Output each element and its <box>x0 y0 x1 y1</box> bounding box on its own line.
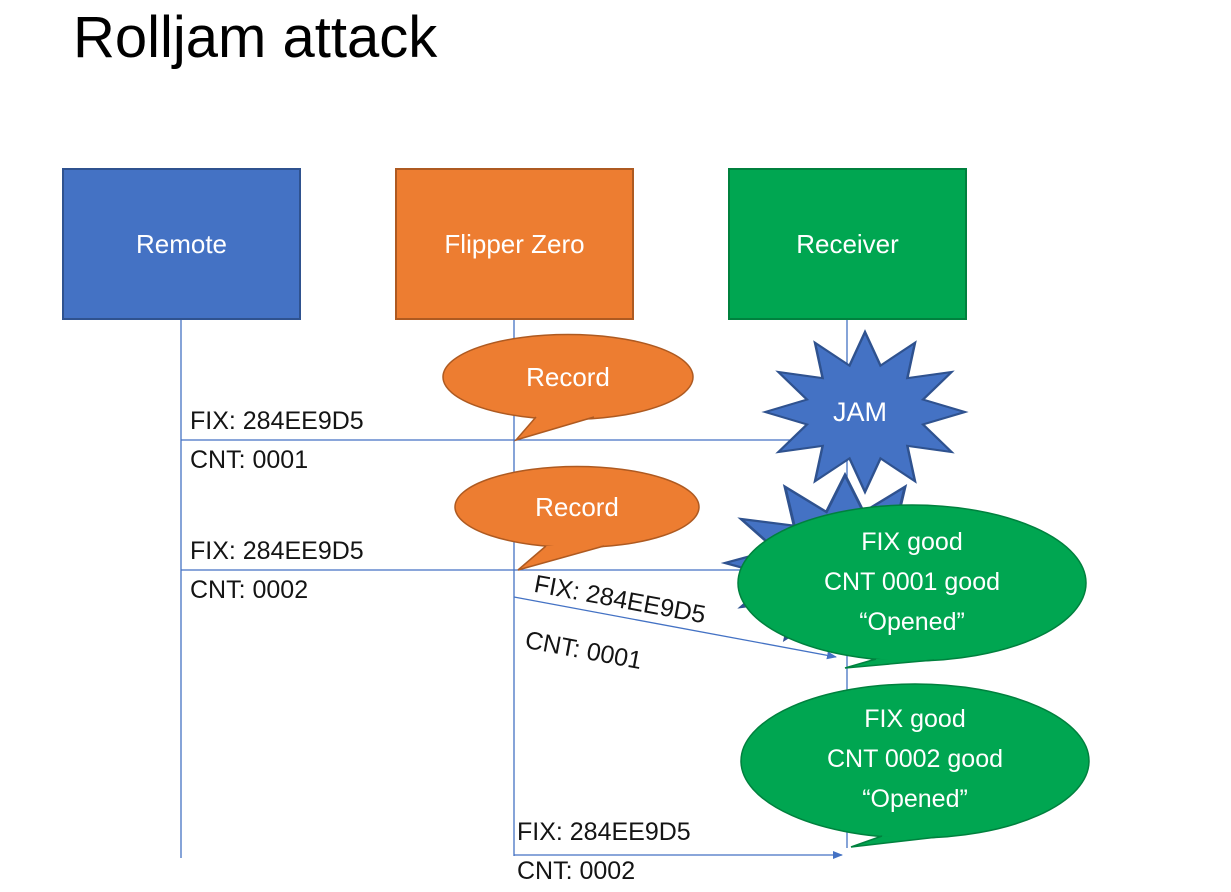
msg4-fix-label: FIX: 284EE9D5 <box>517 818 691 846</box>
actor-label-remote: Remote <box>135 228 228 259</box>
result-callout-2-text: FIX good CNT 0002 good “Opened” <box>740 699 1090 819</box>
slide-title: Rolljam attack <box>73 5 438 70</box>
actor-label-receiver: Receiver <box>796 228 899 259</box>
record-callout-1-label: Record <box>526 362 610 392</box>
result-callout-1-text: FIX good CNT 0001 good “Opened” <box>737 522 1087 642</box>
result2-line3: “Opened” <box>862 785 968 813</box>
result-callout-1 <box>737 504 1087 669</box>
msg3-replay-arrow <box>513 596 837 660</box>
actor-box-receiver: Receiver <box>728 168 967 320</box>
msg4-cnt-label: CNT: 0002 <box>517 857 636 885</box>
result2-line1: FIX good <box>864 705 966 733</box>
result-callout-2-tail <box>850 835 939 848</box>
result-callout-1-tail <box>844 658 935 669</box>
record-callout-1-tail <box>513 416 595 442</box>
result1-line3: “Opened” <box>859 608 965 636</box>
result-callout-2 <box>740 683 1090 848</box>
record-callout-1 <box>442 333 694 442</box>
actor-box-remote: Remote <box>62 168 301 320</box>
msg1-fix-label: FIX: 284EE9D5 <box>190 407 364 435</box>
actor-box-flipper-zero: Flipper Zero <box>395 168 634 320</box>
result1-line1: FIX good <box>861 528 963 556</box>
msg2-fix-label: FIX: 284EE9D5 <box>190 537 364 565</box>
record-callout-2-tail <box>517 545 605 571</box>
msg2-cnt-label: CNT: 0002 <box>190 576 309 604</box>
msg1-cnt-label: CNT: 0001 <box>190 446 309 474</box>
record-callout-2 <box>454 465 700 571</box>
result2-line2: CNT 0002 good <box>826 745 1004 773</box>
actor-label-flipper-zero: Flipper Zero <box>444 228 585 259</box>
result1-line2: CNT 0001 good <box>823 568 1001 596</box>
jam-label: JAM <box>833 397 887 427</box>
record-callout-2-label: Record <box>535 492 619 522</box>
